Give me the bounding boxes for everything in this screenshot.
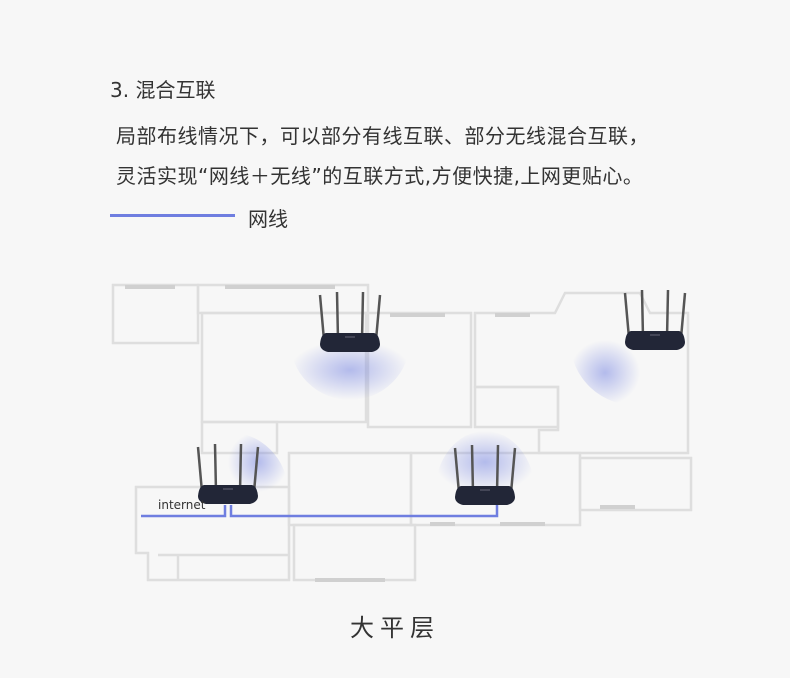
wifi-signal-icon <box>228 432 288 492</box>
description-line-1: 局部布线情况下，可以部分有线互联、部分无线混合互联， <box>116 124 649 148</box>
cable-legend-line <box>110 214 235 217</box>
floorplan-caption: 大平层 <box>350 614 440 642</box>
router-icon <box>318 290 382 354</box>
walls <box>111 283 693 582</box>
wifi-signal-icon <box>569 340 640 406</box>
windows <box>125 285 635 582</box>
section-title: 3. 混合互联 <box>110 78 216 102</box>
wifi-signal-icon <box>290 340 410 400</box>
description-line-2: 灵活实现“网线＋无线”的互联方式,方便快捷,上网更贴心。 <box>116 164 644 188</box>
internet-label: internet <box>158 498 206 512</box>
router-icon <box>623 288 687 352</box>
cable-legend-label: 网线 <box>248 207 288 231</box>
cable-lines <box>141 505 499 518</box>
wifi-signal-icon <box>435 431 535 493</box>
wifi-signals <box>228 340 640 493</box>
